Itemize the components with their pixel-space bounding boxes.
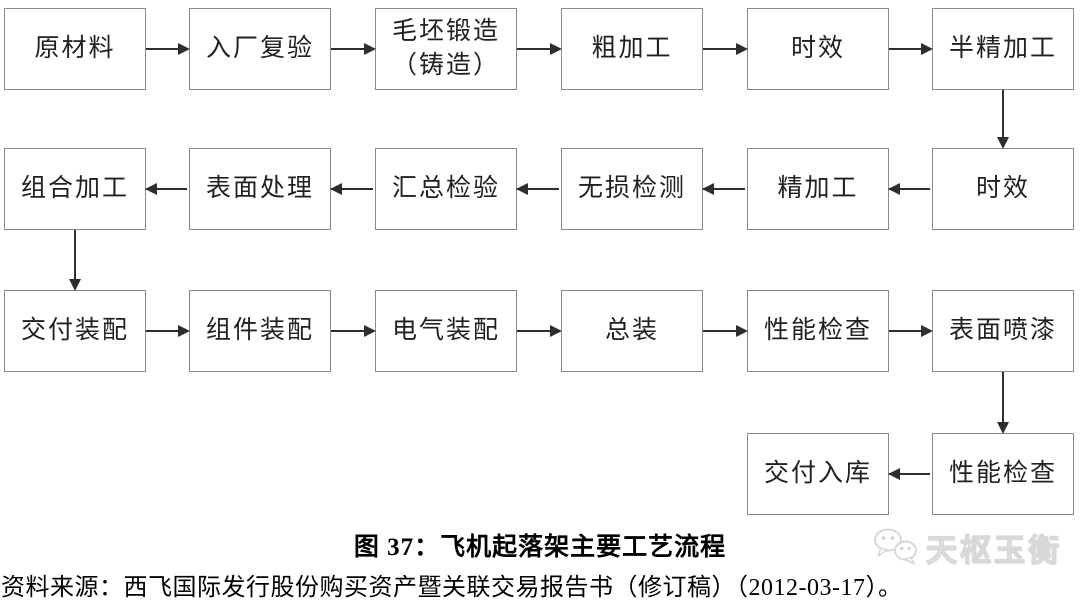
flow-box: 原材料 (4, 8, 146, 90)
arrow-head (921, 43, 933, 55)
arrow-line (889, 48, 930, 50)
arrow-line (517, 330, 559, 332)
arrow-line (517, 48, 559, 50)
arrow-head (888, 468, 900, 480)
flow-box: 无损检测 (561, 148, 703, 230)
arrow-head (550, 325, 562, 337)
flow-box: 组件装配 (189, 290, 331, 372)
arrow-left-icon (145, 183, 189, 195)
arrow-left-icon (702, 183, 747, 195)
arrow-line (703, 330, 745, 332)
arrow-head (997, 422, 1009, 434)
arrow-line (1002, 372, 1004, 431)
flow-box: 精加工 (747, 148, 889, 230)
arrow-head (178, 325, 190, 337)
flow-box: 性能检查 (747, 290, 889, 372)
arrow-right-icon (889, 43, 933, 55)
arrow-line (331, 188, 373, 190)
figure-caption: 图 37：飞机起落架主要工艺流程 (0, 527, 1080, 563)
arrow-left-icon (888, 468, 932, 480)
arrow-right-icon (331, 325, 376, 337)
arrow-head (364, 325, 376, 337)
arrow-head (736, 325, 748, 337)
flow-box: 表面处理 (189, 148, 331, 230)
arrow-left-icon (330, 183, 375, 195)
arrow-line (517, 188, 559, 190)
arrow-right-icon (331, 43, 376, 55)
arrow-right-icon (517, 325, 562, 337)
flow-box: 毛坯锻造 （铸造） (375, 8, 517, 90)
arrow-head (178, 43, 190, 55)
arrow-line (146, 188, 187, 190)
arrow-head (550, 43, 562, 55)
arrow-line (889, 188, 930, 190)
process-flowchart: 原材料入厂复验毛坯锻造 （铸造）粗加工时效半精加工组合加工表面处理汇总检验无损检… (4, 8, 1074, 515)
arrow-head (997, 137, 1009, 149)
flow-box: 电气装配 (375, 290, 517, 372)
arrow-line (146, 330, 187, 332)
flow-box: 交付装配 (4, 290, 146, 372)
flow-box: 总装 (561, 290, 703, 372)
flow-box: 交付入库 (747, 433, 889, 515)
flow-box: 时效 (932, 148, 1074, 230)
flow-box: 粗加工 (561, 8, 703, 90)
flow-box: 组合加工 (4, 148, 146, 230)
arrow-right-icon (703, 43, 748, 55)
arrow-head (702, 183, 714, 195)
flow-box: 性能检查 (932, 433, 1074, 515)
arrow-right-icon (146, 325, 190, 337)
arrow-line (1002, 90, 1004, 146)
flow-box: 入厂复验 (189, 8, 331, 90)
arrow-line (331, 48, 373, 50)
arrow-line (889, 473, 930, 475)
arrow-head (736, 43, 748, 55)
arrow-head (516, 183, 528, 195)
arrow-line (146, 48, 187, 50)
arrow-left-icon (888, 183, 932, 195)
arrow-line (74, 230, 76, 288)
flow-box: 表面喷漆 (932, 290, 1074, 372)
figure-title: 飞机起落架主要工艺流程 (440, 534, 727, 561)
arrow-line (331, 330, 373, 332)
source-note: 资料来源：西飞国际发行股份购买资产暨关联交易报告书（修订稿）（2012-03-1… (1, 575, 903, 601)
arrow-line (703, 48, 745, 50)
arrow-head (69, 279, 81, 291)
arrow-right-icon (146, 43, 190, 55)
arrow-right-icon (889, 325, 933, 337)
arrow-head (921, 325, 933, 337)
arrow-head (888, 183, 900, 195)
arrow-head (145, 183, 157, 195)
arrow-right-icon (517, 43, 562, 55)
arrow-left-icon (516, 183, 561, 195)
arrow-down-icon (997, 372, 1009, 434)
arrow-down-icon (69, 230, 81, 291)
flow-box: 半精加工 (932, 8, 1074, 90)
arrow-head (330, 183, 342, 195)
arrow-line (703, 188, 745, 190)
arrow-line (889, 330, 930, 332)
arrow-down-icon (997, 90, 1009, 149)
arrow-right-icon (703, 325, 748, 337)
arrow-head (364, 43, 376, 55)
flow-box: 时效 (747, 8, 889, 90)
flow-box: 汇总检验 (375, 148, 517, 230)
figure-label: 图 37： (353, 534, 441, 561)
